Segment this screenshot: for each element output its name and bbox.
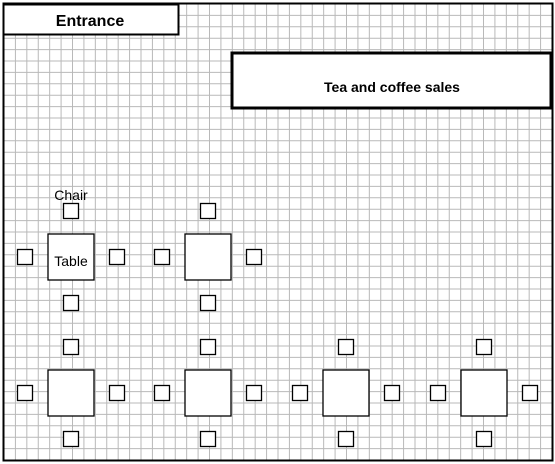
chair <box>62 430 80 448</box>
table <box>460 369 508 417</box>
chair <box>245 384 263 402</box>
chair <box>153 248 171 266</box>
sales-counter: Tea and coffee sales <box>230 51 553 110</box>
chair <box>199 202 217 220</box>
chair <box>62 202 80 220</box>
table <box>184 369 232 417</box>
chair <box>62 294 80 312</box>
chair <box>153 384 171 402</box>
seating-area <box>16 202 539 448</box>
chair <box>291 384 309 402</box>
chair <box>475 338 493 356</box>
chair <box>521 384 539 402</box>
chair <box>16 384 34 402</box>
chair <box>108 384 126 402</box>
table <box>47 369 95 417</box>
chair <box>199 338 217 356</box>
table-label: Table <box>54 253 88 269</box>
entrance-sign: Entrance <box>2 3 180 36</box>
chair <box>199 294 217 312</box>
table <box>322 369 370 417</box>
chair-label: Chair <box>54 187 88 203</box>
chair <box>429 384 447 402</box>
chair <box>475 430 493 448</box>
sales-label: Tea and coffee sales <box>324 79 460 95</box>
entrance-box <box>2 3 180 36</box>
entrance-label: Entrance <box>56 13 125 30</box>
table <box>184 233 232 281</box>
chair <box>245 248 263 266</box>
sales-box <box>230 51 553 110</box>
chair <box>337 430 355 448</box>
chair <box>383 384 401 402</box>
chair <box>16 248 34 266</box>
chair <box>199 430 217 448</box>
chair <box>62 338 80 356</box>
table <box>47 233 95 281</box>
chair <box>108 248 126 266</box>
chair <box>337 338 355 356</box>
